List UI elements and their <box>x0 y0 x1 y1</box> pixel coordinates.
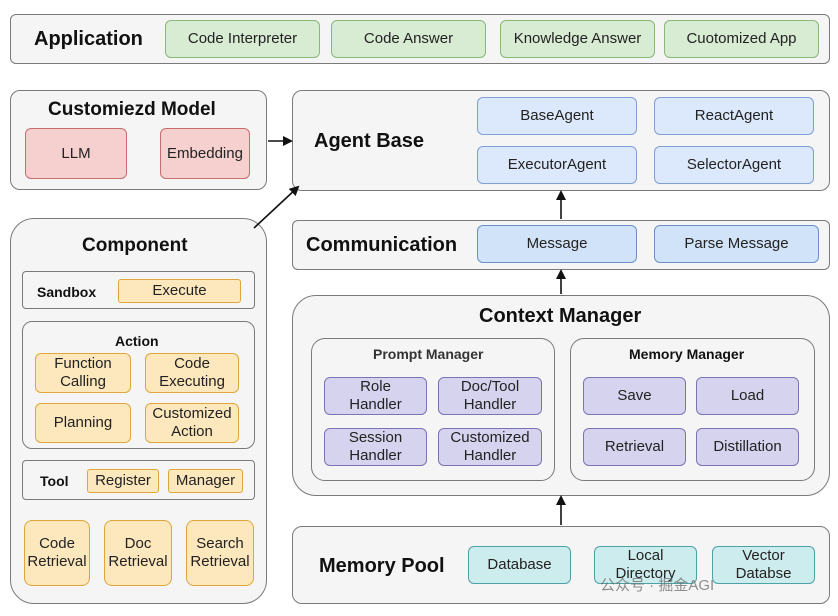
sandbox-execute: Execute <box>118 279 241 303</box>
memory-distillation: Distillation <box>696 428 799 466</box>
pool-local-directory: Local Directory <box>594 546 697 584</box>
memory-retrieval: Retrieval <box>583 428 686 466</box>
watermark-text: 公众号 · 掘金AGI <box>600 577 715 594</box>
comm-parse-message: Parse Message <box>654 225 819 263</box>
component-title: Component <box>82 235 188 256</box>
memory-save: Save <box>583 377 686 415</box>
action-customized-action: Customized Action <box>145 403 239 443</box>
arrow-component-to-agent <box>253 185 300 229</box>
retrieval-code: Code Retrieval <box>24 520 90 586</box>
action-title: Action <box>115 333 159 349</box>
prompt-session-handler: Session Handler <box>324 428 427 466</box>
tool-title: Tool <box>40 473 69 489</box>
app-code-answer: Code Answer <box>331 20 486 58</box>
app-customized-app: Cuotomized App <box>664 20 819 58</box>
application-title: Application <box>34 28 143 50</box>
agent-selector-agent: SelectorAgent <box>654 146 814 184</box>
app-code-interpreter: Code Interpreter <box>165 20 320 58</box>
communication-title: Communication <box>306 234 458 256</box>
tool-register: Register <box>87 469 159 493</box>
prompt-manager-title: Prompt Manager <box>373 346 484 362</box>
agent-react-agent: ReactAgent <box>654 97 814 135</box>
tool-manager: Manager <box>168 469 243 493</box>
pool-vector-database: Vector Databse <box>712 546 815 584</box>
comm-message: Message <box>477 225 637 263</box>
app-knowledge-answer: Knowledge Answer <box>500 20 655 58</box>
customized-model-title: Customiezd Model <box>48 99 216 120</box>
prompt-customized-handler: Customized Handler <box>438 428 542 466</box>
model-llm: LLM <box>25 128 127 179</box>
agent-base-agent: BaseAgent <box>477 97 637 135</box>
action-code-executing: Code Executing <box>145 353 239 393</box>
memory-pool-title: Memory Pool <box>319 555 445 577</box>
sandbox-title: Sandbox <box>37 284 97 300</box>
memory-load: Load <box>696 377 799 415</box>
prompt-doc-tool-handler: Doc/Tool Handler <box>438 377 542 415</box>
prompt-role-handler: Role Handler <box>324 377 427 415</box>
agent-executor-agent: ExecutorAgent <box>477 146 637 184</box>
context-manager-title: Context Manager <box>479 305 642 327</box>
pool-database: Database <box>468 546 571 584</box>
model-embedding: Embedding <box>160 128 250 179</box>
memory-manager-title: Memory Manager <box>629 346 745 362</box>
action-function-calling: Function Calling <box>35 353 131 393</box>
agent-base-title: Agent Base <box>314 130 425 152</box>
action-planning: Planning <box>35 403 131 443</box>
retrieval-search: Search Retrieval <box>186 520 254 586</box>
retrieval-doc: Doc Retrieval <box>104 520 172 586</box>
